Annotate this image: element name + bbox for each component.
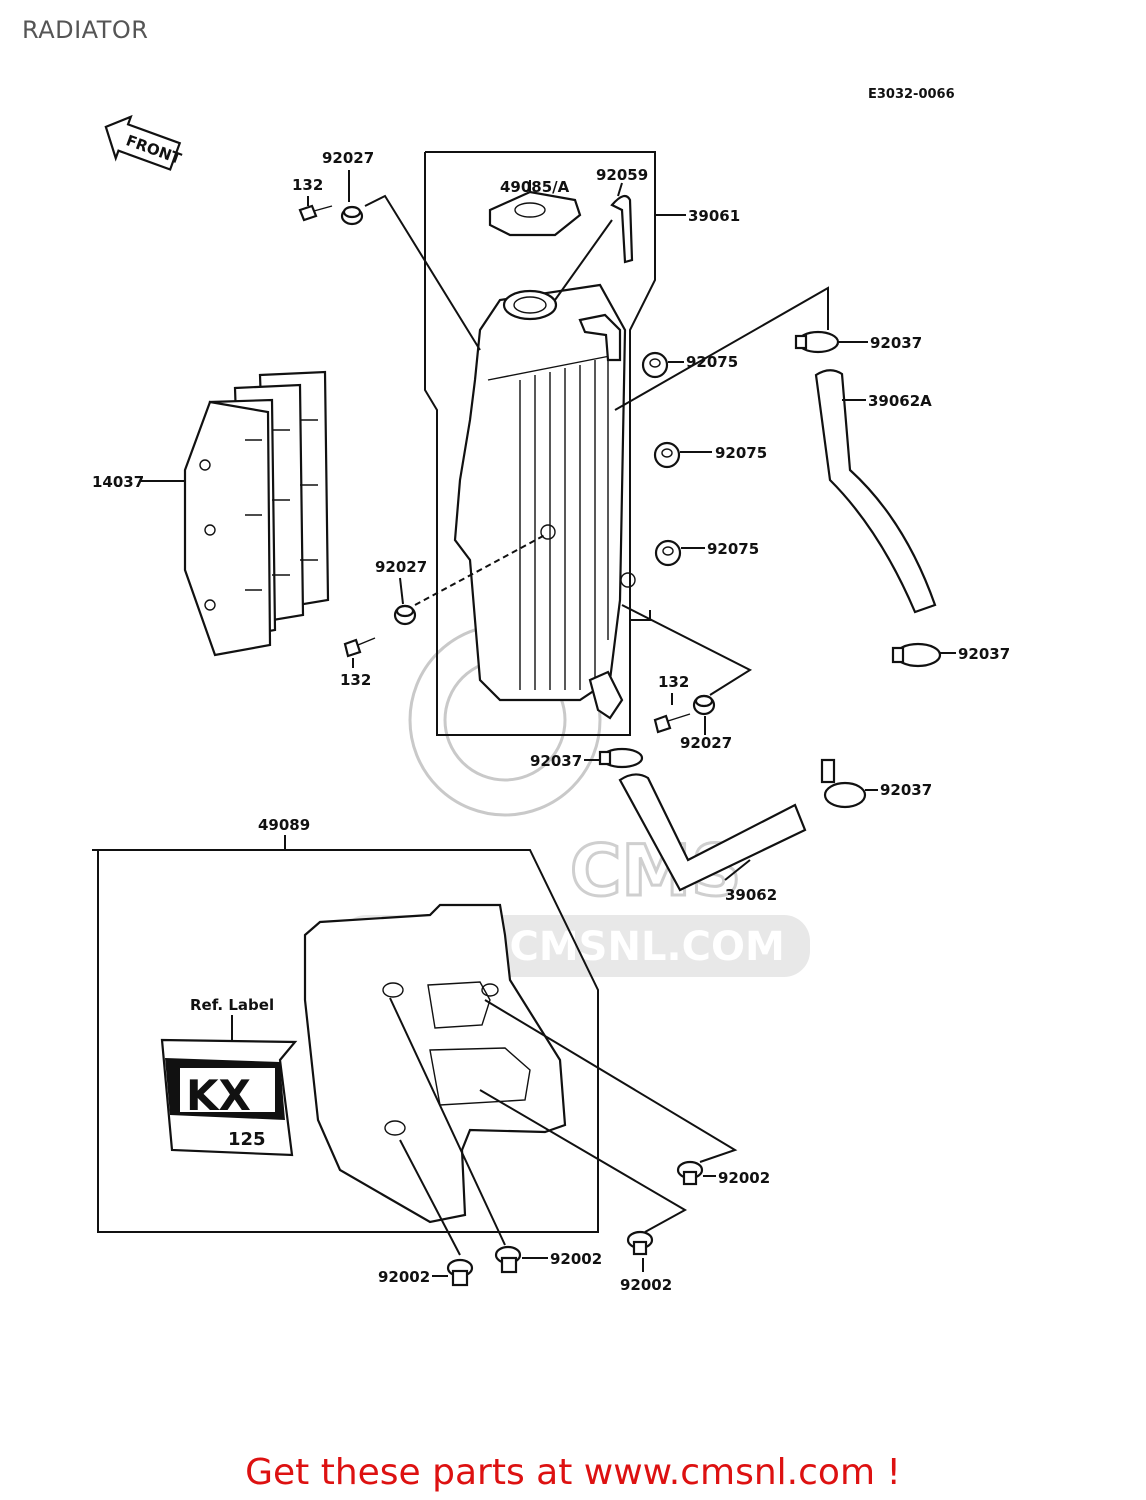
bolt-132-mid: [343, 637, 376, 658]
bolt-92002-b: [626, 1230, 654, 1256]
label-92037-b: 92037: [958, 645, 1010, 663]
label-132-mid: 132: [340, 671, 371, 689]
label-49085A: 49085/A: [500, 178, 570, 196]
collar-92027-top: [340, 205, 364, 226]
page-title: RADIATOR: [22, 16, 149, 44]
bolt-132-top: [298, 204, 333, 222]
upper-hose: [814, 369, 937, 614]
ref-label-text: Ref. Label: [190, 996, 274, 1014]
bolt-92002-c: [494, 1245, 522, 1274]
collar-92027-mid: [393, 604, 417, 626]
radiator-parts-diagram: CMS WWW.CMSNL.COM E3032-0066 FRONT 49085…: [92, 87, 1010, 1294]
radiator-shroud: [303, 903, 567, 1224]
decal-125: 125: [228, 1129, 266, 1150]
front-arrow: FRONT: [104, 114, 184, 171]
label-132-top: 132: [292, 176, 323, 194]
label-92002-b: 92002: [620, 1276, 672, 1294]
hose-clamp-92037-a: [794, 330, 840, 354]
label-92059: 92059: [596, 166, 648, 184]
label-92027-low: 92027: [680, 734, 732, 752]
footer-call-to-action[interactable]: Get these parts at www.cmsnl.com !: [245, 1452, 901, 1493]
label-132-low: 132: [658, 673, 689, 691]
label-92075-c: 92075: [707, 540, 759, 558]
label-14037: 14037: [92, 473, 144, 491]
radiator-cap: [488, 190, 582, 237]
shroud-bracket: [92, 849, 599, 1233]
bolt-132-low: [653, 713, 691, 734]
grommet-92075-a: [641, 351, 669, 379]
label-92002-d: 92002: [378, 1268, 430, 1286]
grommet-92075-c: [654, 539, 682, 567]
grommet-92075-b: [653, 441, 681, 469]
bolt-92002-a: [676, 1160, 704, 1186]
label-92037-d: 92037: [880, 781, 932, 799]
overflow-tube: [610, 194, 634, 264]
bolt-92002-d: [446, 1258, 474, 1287]
hose-clamp-92037-d: [820, 758, 867, 809]
label-92037-c: 92037: [530, 752, 582, 770]
lower-hose: [618, 773, 807, 892]
label-92027-mid: 92027: [375, 558, 427, 576]
label-92027-top: 92027: [322, 149, 374, 167]
label-92037-a: 92037: [870, 334, 922, 352]
label-92075-a: 92075: [686, 353, 738, 371]
label-92075-b: 92075: [715, 444, 767, 462]
label-39061: 39061: [688, 207, 740, 225]
kx-decal: KX 125: [160, 1038, 298, 1157]
label-39062: 39062: [725, 886, 777, 904]
decal-kx: KX: [186, 1071, 251, 1120]
ref-code: E3032-0066: [868, 87, 955, 102]
louver-14037: [183, 370, 330, 657]
hose-clamp-92037-c: [598, 747, 644, 769]
radiator-core: [453, 283, 636, 720]
collar-92027-low: [692, 694, 716, 716]
label-39062A: 39062A: [868, 392, 932, 410]
label-92002-a: 92002: [718, 1169, 770, 1187]
label-92002-c: 92002: [550, 1250, 602, 1268]
hose-clamp-92037-b: [891, 642, 942, 668]
label-49089: 49089: [258, 816, 310, 834]
